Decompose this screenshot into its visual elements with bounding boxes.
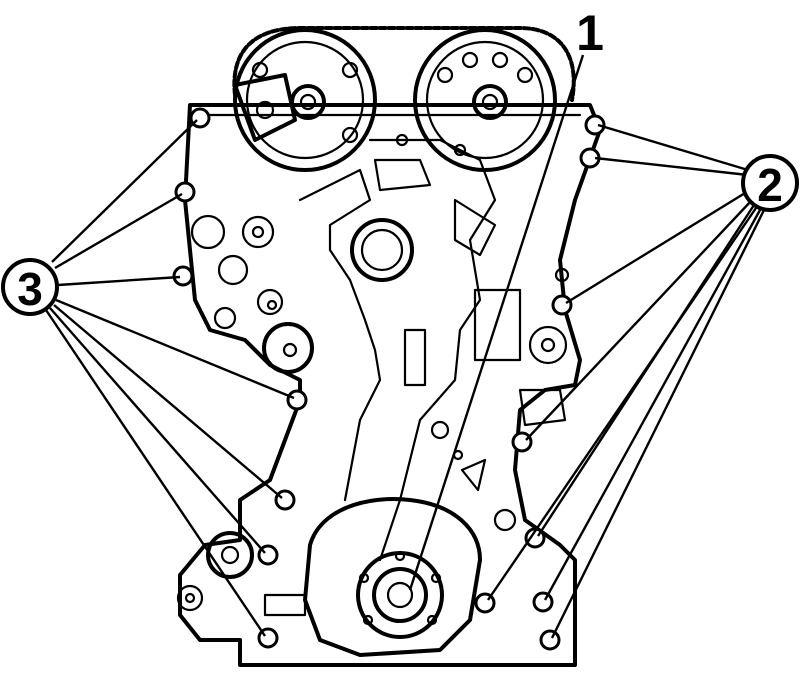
leaders-callout-2 <box>487 123 766 639</box>
callout-1-label: 1 <box>576 5 604 61</box>
chain-tensioner <box>233 73 297 142</box>
callout-2-label: 2 <box>757 159 783 211</box>
leaders-callout-3 <box>45 119 295 637</box>
lower-left-bracket <box>176 531 307 617</box>
timing-chain <box>232 26 576 102</box>
leaders-callout-1 <box>408 54 585 591</box>
bolts-group-3 <box>172 107 308 649</box>
oil-pump-housing <box>303 497 482 657</box>
intake-camshaft-sprocket <box>233 28 377 172</box>
callout-1: 1 <box>576 5 604 61</box>
timing-cover-body <box>178 103 602 667</box>
left-bosses <box>190 214 314 374</box>
exhaust-camshaft-sprocket <box>413 28 557 172</box>
bolts-group-2 <box>474 114 606 651</box>
callout-2: 2 <box>741 154 799 212</box>
callout-3: 3 <box>1 258 59 316</box>
central-rib <box>298 133 522 562</box>
callout-3-label: 3 <box>17 263 43 315</box>
right-side-features <box>493 267 570 532</box>
